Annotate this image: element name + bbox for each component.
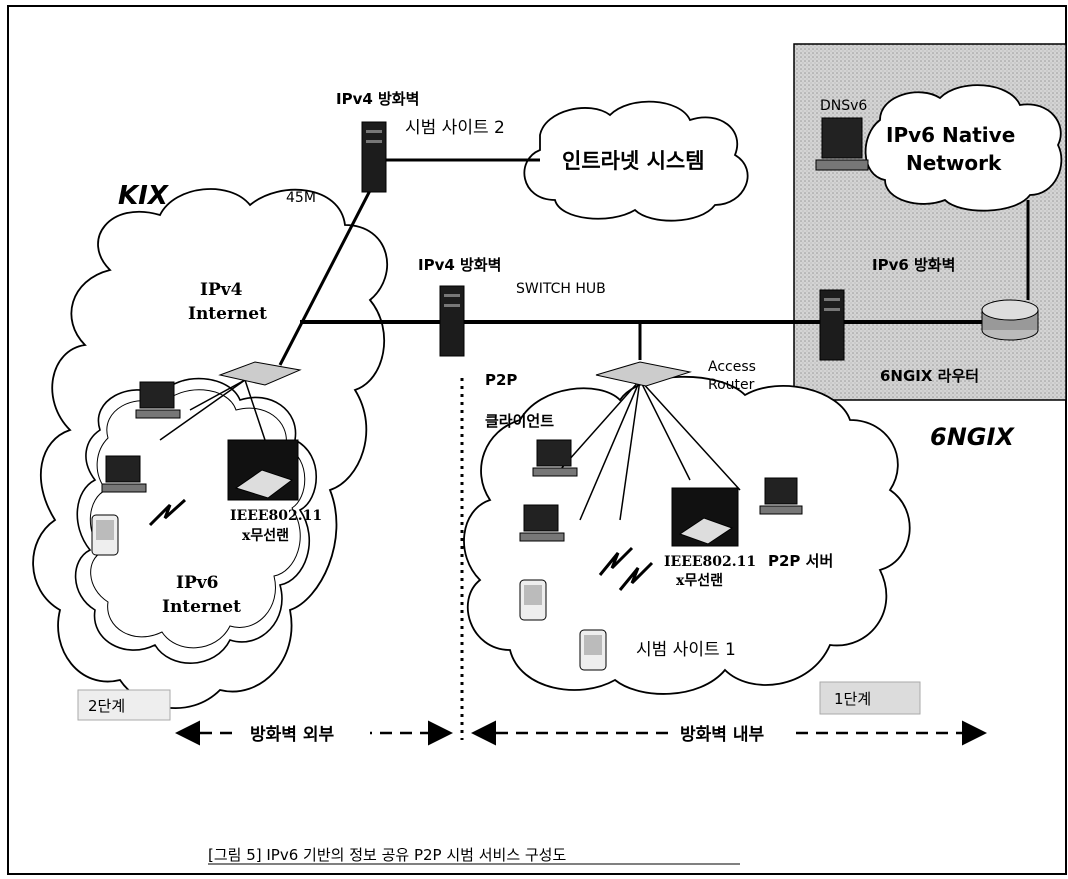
computer-icon [101,455,147,493]
ipv4-firewall-top-label: IPv4 방화벽 [336,90,419,108]
stage-1-label: 1단계 [834,690,871,708]
pda-icon [91,514,119,556]
wlan-right-label-1: IEEE802.11 [664,554,756,570]
wlan-right-label-2: x무선랜 [676,572,723,589]
ipv6-internet-label-2: Internet [162,597,241,617]
stage-1-box [819,681,921,715]
ipv4-internet-label-1: IPv4 [200,280,243,300]
ipv4-firewall-top [361,121,387,193]
ngix-router-icon [981,299,1039,341]
kix-hub-icon [218,361,302,386]
ipv4-firewall-mid-label: IPv4 방화벽 [418,256,501,274]
kix-label: KIX [118,181,170,211]
wireless-bolt-icon [148,498,187,527]
access-links [159,379,741,521]
ngix-label: 6NGIX [930,423,1015,451]
computer-icon [519,504,565,542]
inside-label-bg [672,722,788,744]
outer-frame [7,5,1067,875]
pilot-site-2-label: 시범 사이트 2 [405,118,505,138]
access-router-icon [595,361,692,387]
pda-icon [519,579,547,621]
intranet-cloud [523,100,749,222]
ipv6-firewall-label: IPv6 방화벽 [872,256,955,274]
access-router-label-1: Access [708,359,756,375]
ipv6-internet-label-1: IPv6 [176,573,218,593]
pilot-site-1-label: 시범 사이트 1 [636,640,736,660]
intranet-label: 인트라넷 시스템 [562,149,705,173]
p2p-client-label-2: 클라이언트 [485,412,554,430]
dnsv6-label: DNSv6 [820,98,867,114]
ipv6-native-label-1: IPv6 Native [886,123,1015,147]
wireless-bolt-icon [598,546,654,591]
wlan-left-label-1: IEEE802.11 [230,508,322,524]
ngix-router-label: 6NGIX 라우터 [880,367,979,385]
ipv6-firewall [819,289,845,361]
wlan-ap-icon-right [671,487,739,547]
stage-2-box [77,689,171,721]
outside-firewall-label: 방화벽 외부 [250,725,334,745]
ipv4-internet-label-2: Internet [188,304,267,324]
wlan-left-label-2: x무선랜 [242,527,289,544]
pda-icon [579,629,607,671]
computer-icon [135,381,181,419]
figure-caption: [그림 5] IPv6 기반의 정보 공유 P2P 시범 서비스 구성도 [208,846,566,864]
wlan-ap-icon-left [227,439,299,501]
ipv6-native-cloud [864,84,1063,212]
outside-label-bg [240,722,370,744]
computer-icon [532,439,578,477]
p2p-client-label-1: P2P [485,371,517,389]
p2p-server-label: P2P 서버 [768,552,833,570]
dnsv6-server-icon [815,117,869,171]
access-router-label-2: Router [708,377,755,393]
p2p-server-icon [759,477,803,515]
ipv6-native-label-2: Network [906,151,1002,175]
ipv4-firewall-mid [439,285,465,357]
network-links [278,158,1030,366]
link-45m-label: 45M [286,190,316,206]
inside-firewall-label: 방화벽 내부 [680,725,764,745]
stage-2-label: 2단계 [88,697,125,715]
switch-hub-label: SWITCH HUB [516,281,606,297]
